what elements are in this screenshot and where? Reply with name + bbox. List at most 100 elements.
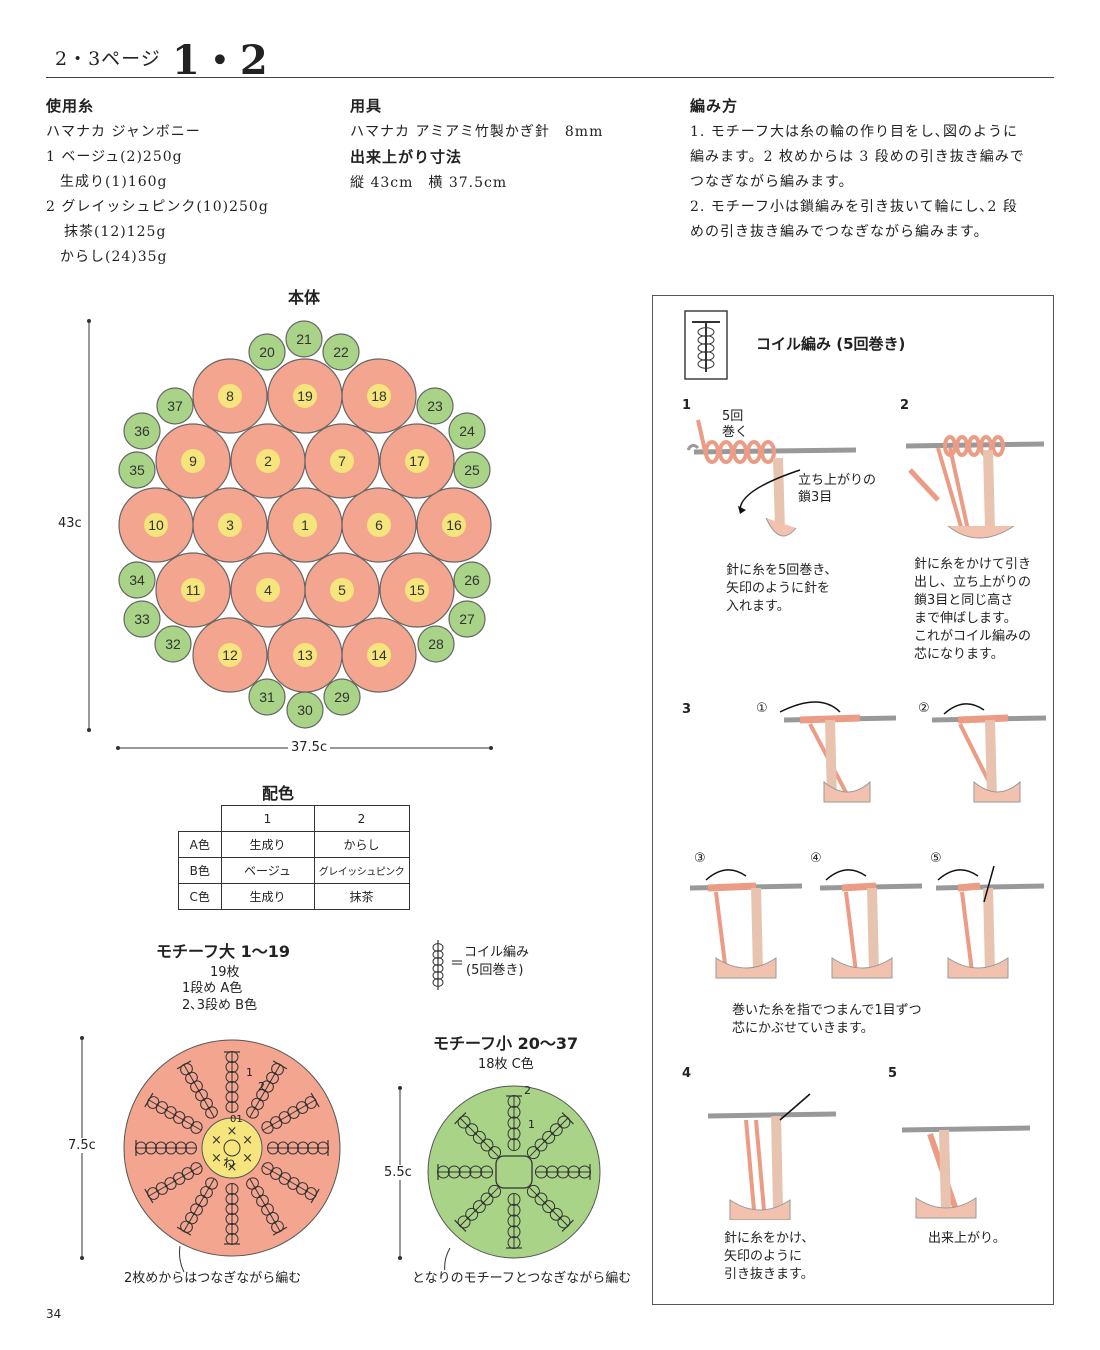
single-crochet-mark: ×: [242, 1151, 253, 1166]
method-heading: 編み方: [690, 97, 738, 115]
large-motif-number: 16: [446, 517, 462, 533]
body-height-label: 43c: [58, 516, 82, 531]
table-cell: 生成り: [221, 832, 314, 858]
small-motif-number: 31: [259, 689, 275, 705]
small-motif-number: 29: [334, 689, 350, 705]
large-motif-number: 18: [371, 388, 387, 404]
step3-text-line: 巻いた糸を指でつまんで1目ずつ: [732, 1002, 922, 1020]
large-motif-number: 12: [222, 647, 238, 663]
large-motif-number: 8: [226, 388, 234, 404]
motif-small-count: 18枚 C色: [478, 1056, 534, 1074]
motif-small-size: 5.5c: [384, 1165, 412, 1180]
table-row: B色 ベージュ グレイッシュピンク: [179, 858, 410, 884]
method-section: 編み方 1. モチーフ大は糸の輪の作り目をし､図のように 編みます。2 枚めから…: [690, 94, 1025, 245]
step4-text-line: 引き抜きます。: [724, 1266, 814, 1284]
small-motif-number: 28: [428, 636, 444, 652]
motif-large-note: 2枚めからはつなぎながら編む: [124, 1270, 301, 1288]
step3-illustration-2: [924, 700, 1050, 810]
finished-size: 縦 43cm 横 37.5cm: [350, 171, 603, 196]
dimension-end: [116, 746, 120, 750]
step1-text-line: 矢印のように針を: [726, 580, 837, 598]
motif-small-diagram: [380, 1080, 620, 1270]
coil-stitch-ray: [437, 1164, 492, 1180]
large-motif-number: 10: [148, 517, 164, 533]
step2-text-line: 鎖3目と同じ高さ: [914, 592, 1031, 610]
table-row: C色 生成り 抹茶: [179, 884, 410, 910]
header-pages: 2・3ページ: [55, 44, 161, 71]
tools-hook: ハマナカ アミアミ竹製かぎ針 8mm: [350, 120, 603, 145]
step2-text: 針に糸をかけて引き 出し、立ち上がりの 鎖3目と同じ高さ まで伸ばします。 これ…: [914, 556, 1031, 664]
motif-layout: 1234567891011121314151617181920212223242…: [119, 321, 491, 728]
motif-large-row23: 2､3段め B色: [182, 997, 257, 1015]
step2-text-line: 出し、立ち上がりの: [914, 574, 1031, 592]
step2-illustration: [898, 430, 1048, 550]
method-line-1: 1. モチーフ大は糸の輪の作り目をし､図のように: [690, 120, 1025, 145]
table-cell: 抹茶: [314, 884, 409, 910]
motif-large-row-mark-1: 1: [246, 1066, 253, 1079]
yarn-line-4: 抹茶(12)125g: [46, 220, 269, 245]
dimension-end: [87, 728, 91, 732]
dimension-end: [489, 746, 493, 750]
small-motif-number: 21: [296, 331, 312, 347]
yarn-line-2: 生成り(1)160g: [46, 170, 269, 195]
dimension-end: [87, 319, 91, 323]
single-crochet-mark: ×: [211, 1151, 222, 1166]
step5-text: 出来上がり。: [928, 1230, 1006, 1248]
legend-label-2: (5回巻き): [466, 962, 523, 980]
step2-number: 2: [900, 398, 909, 413]
method-line-2: 編みます。2 枚めからは 3 段めの引き抜き編みで: [690, 145, 1025, 170]
large-motif-number: 3: [226, 517, 234, 533]
tools-section: 用具 ハマナカ アミアミ竹製かぎ針 8mm 出来上がり寸法 縦 43cm 横 3…: [350, 94, 603, 196]
step3-text-line: 芯にかぶせていきます。: [732, 1020, 922, 1038]
step3-illustration-3: [686, 862, 806, 992]
step3-number: 3: [682, 702, 691, 717]
step1-text-line: 入れます。: [726, 598, 837, 616]
single-crochet-mark: ×: [211, 1133, 222, 1148]
step2-text-line: 芯になります。: [914, 646, 1031, 664]
step1-text: 針に糸を5回巻き、 矢印のように針を 入れます。: [726, 562, 837, 616]
coil-title: コイル編み (5回巻き): [756, 333, 905, 354]
legend-label-1: コイル編み: [464, 944, 529, 962]
motif-small-note: となりのモチーフとつなぎながら編む: [412, 1270, 631, 1288]
table-corner: [179, 806, 222, 832]
large-motif-number: 2: [264, 453, 272, 469]
coil-symbol-icon: [428, 938, 448, 992]
large-motif-number: 15: [409, 582, 425, 598]
table-cell: ベージュ: [221, 858, 314, 884]
header-rule: [46, 77, 1054, 78]
large-motif-number: 5: [338, 582, 346, 598]
step3-text: 巻いた糸を指でつまんで1目ずつ 芯にかぶせていきます。: [732, 1002, 922, 1038]
method-line-4: 2. モチーフ小は鎖編みを引き抜いて輪にし､2 段: [690, 195, 1025, 220]
body-width-label: 37.5c: [288, 740, 330, 755]
large-motif-number: 7: [338, 453, 346, 469]
motif-small-title: モチーフ小 20〜37: [433, 1030, 578, 1054]
yarn-section: 使用糸 ハマナカ ジャンボニー 1 ベージュ(2)250g 生成り(1)160g…: [46, 94, 269, 270]
table-cell: からし: [314, 832, 409, 858]
single-crochet-mark: ×: [227, 1124, 238, 1139]
coil-stitch-ray: [535, 1164, 590, 1180]
table-cell: 生成り: [221, 884, 314, 910]
step5-illustration: [896, 1090, 1036, 1220]
small-motif-number: 24: [459, 423, 475, 439]
coil-stitch-ray: [506, 1193, 522, 1248]
large-motif-number: 9: [189, 453, 197, 469]
step3-illustration-5: [928, 862, 1048, 992]
small-motif-number: 22: [333, 344, 349, 360]
yarn-line-5: からし(24)35g: [46, 245, 269, 270]
small-motif-number: 20: [259, 344, 275, 360]
large-motif-number: 1: [301, 517, 309, 533]
color-table-header: 1 2: [179, 806, 410, 832]
motif-large-row-mark-0: 01: [230, 1114, 243, 1125]
small-motif-number: 37: [167, 398, 183, 414]
step4-text-line: 矢印のように: [724, 1248, 814, 1266]
step2-text-line: 針に糸をかけて引き: [914, 556, 1031, 574]
small-motif-number: 27: [459, 611, 475, 627]
step1-label-wrap: 巻く: [722, 424, 748, 442]
small-motif-number: 35: [129, 462, 145, 478]
large-motif-number: 4: [264, 582, 272, 598]
motif-small-row-mark-2: 2: [524, 1084, 531, 1097]
coil-stitch-ray: [506, 1095, 522, 1150]
large-motif-number: 19: [297, 388, 313, 404]
size-heading: 出来上がり寸法: [350, 148, 462, 166]
